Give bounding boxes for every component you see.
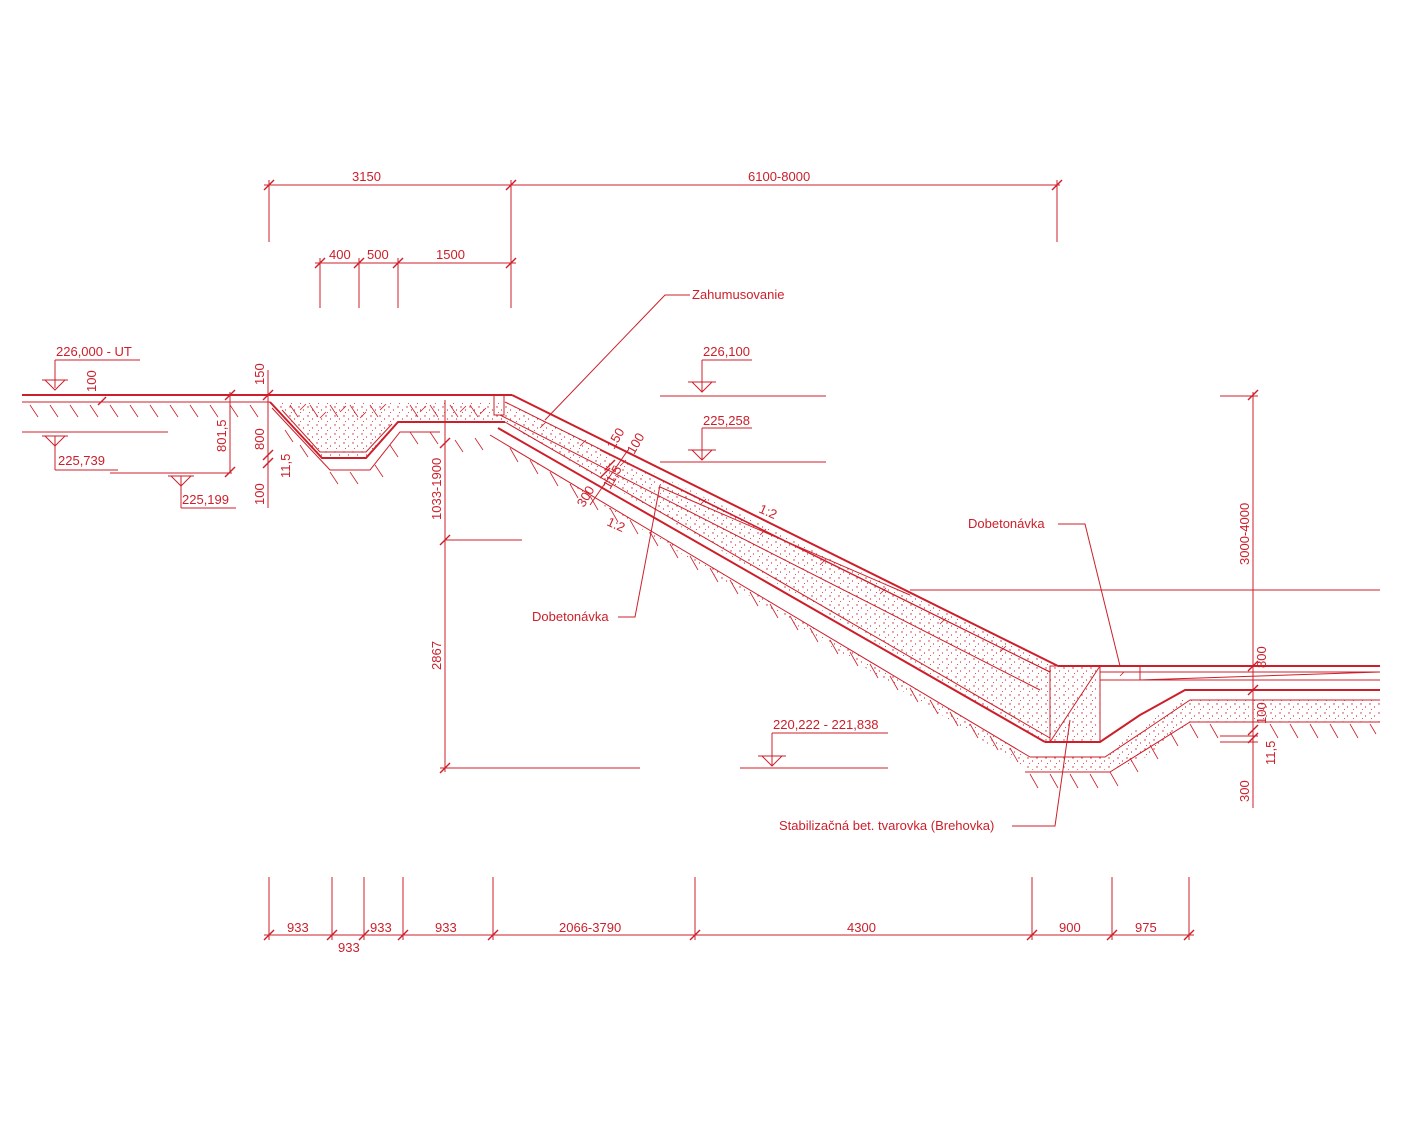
dim-bottom-975: 975 — [1135, 920, 1157, 935]
dim-500: 500 — [367, 247, 389, 262]
level-markers: 226,000 - UT 225,739 225,199 226,100 225… — [42, 344, 888, 767]
dim-100-right: 100 — [1254, 702, 1269, 724]
level-225739: 225,739 — [58, 453, 105, 468]
dim-11-5-right: 11,5 — [1263, 741, 1278, 765]
dim-1033-1900: 1033-1900 — [429, 458, 444, 520]
dim-bottom-933-4: 933 — [435, 920, 457, 935]
slope-ratio-upper: 1:2 — [757, 501, 780, 522]
dim-400: 400 — [329, 247, 351, 262]
dim-bottom-900: 900 — [1059, 920, 1081, 935]
dim-100-top: 100 — [84, 370, 99, 392]
label-dobetonavka-right: Dobetonávka — [968, 516, 1045, 531]
dim-3150: 3150 — [352, 169, 381, 184]
dim-150: 150 — [252, 363, 267, 385]
level-226000-ut: 226,000 - UT — [56, 344, 132, 359]
dim-6100-8000: 6100-8000 — [748, 169, 810, 184]
vertical-dimensions: 801,5 150 800 11,5 100 100 1033-1900 286… — [84, 363, 1278, 808]
level-220222-221838: 220,222 - 221,838 — [773, 717, 879, 732]
dim-800-right: 800 — [1254, 646, 1269, 668]
level-225199: 225,199 — [182, 492, 229, 507]
label-stabilizacna-tvarovka: Stabilizačná bet. tvarovka (Brehovka) — [779, 818, 994, 833]
dim-bottom-933-2: 933 — [338, 940, 360, 955]
dim-800-left: 800 — [252, 428, 267, 450]
top-dimensions: 3150 6100-8000 400 500 1500 — [263, 169, 1063, 308]
terrain-hatching — [29, 403, 1377, 789]
dim-300-right: 300 — [1237, 780, 1252, 802]
dim-3000-4000: 3000-4000 — [1237, 503, 1252, 565]
dim-100-left: 100 — [252, 483, 267, 505]
dim-1500: 1500 — [436, 247, 465, 262]
terrain — [22, 394, 1381, 773]
slope-ratio-lower: 1:2 — [605, 514, 628, 535]
label-dobetonavka-left: Dobetonávka — [532, 609, 609, 624]
dim-bottom-4300: 4300 — [847, 920, 876, 935]
dim-bottom-2066-3790: 2066-3790 — [559, 920, 621, 935]
level-226100: 226,100 — [703, 344, 750, 359]
bottom-dimensions: 933 933 933 933 2066-3790 4300 900 975 — [263, 877, 1195, 955]
dim-11-5-left: 11,5 — [278, 454, 293, 478]
level-225258: 225,258 — [703, 413, 750, 428]
dim-2867: 2867 — [429, 641, 444, 670]
dim-bottom-933-1: 933 — [287, 920, 309, 935]
dim-801-5: 801,5 — [214, 419, 229, 452]
leader-labels: Zahumusovanie Dobetonávka Dobetonávka St… — [532, 287, 1121, 833]
dim-bottom-933-3: 933 — [370, 920, 392, 935]
label-zahumusovanie: Zahumusovanie — [692, 287, 785, 302]
